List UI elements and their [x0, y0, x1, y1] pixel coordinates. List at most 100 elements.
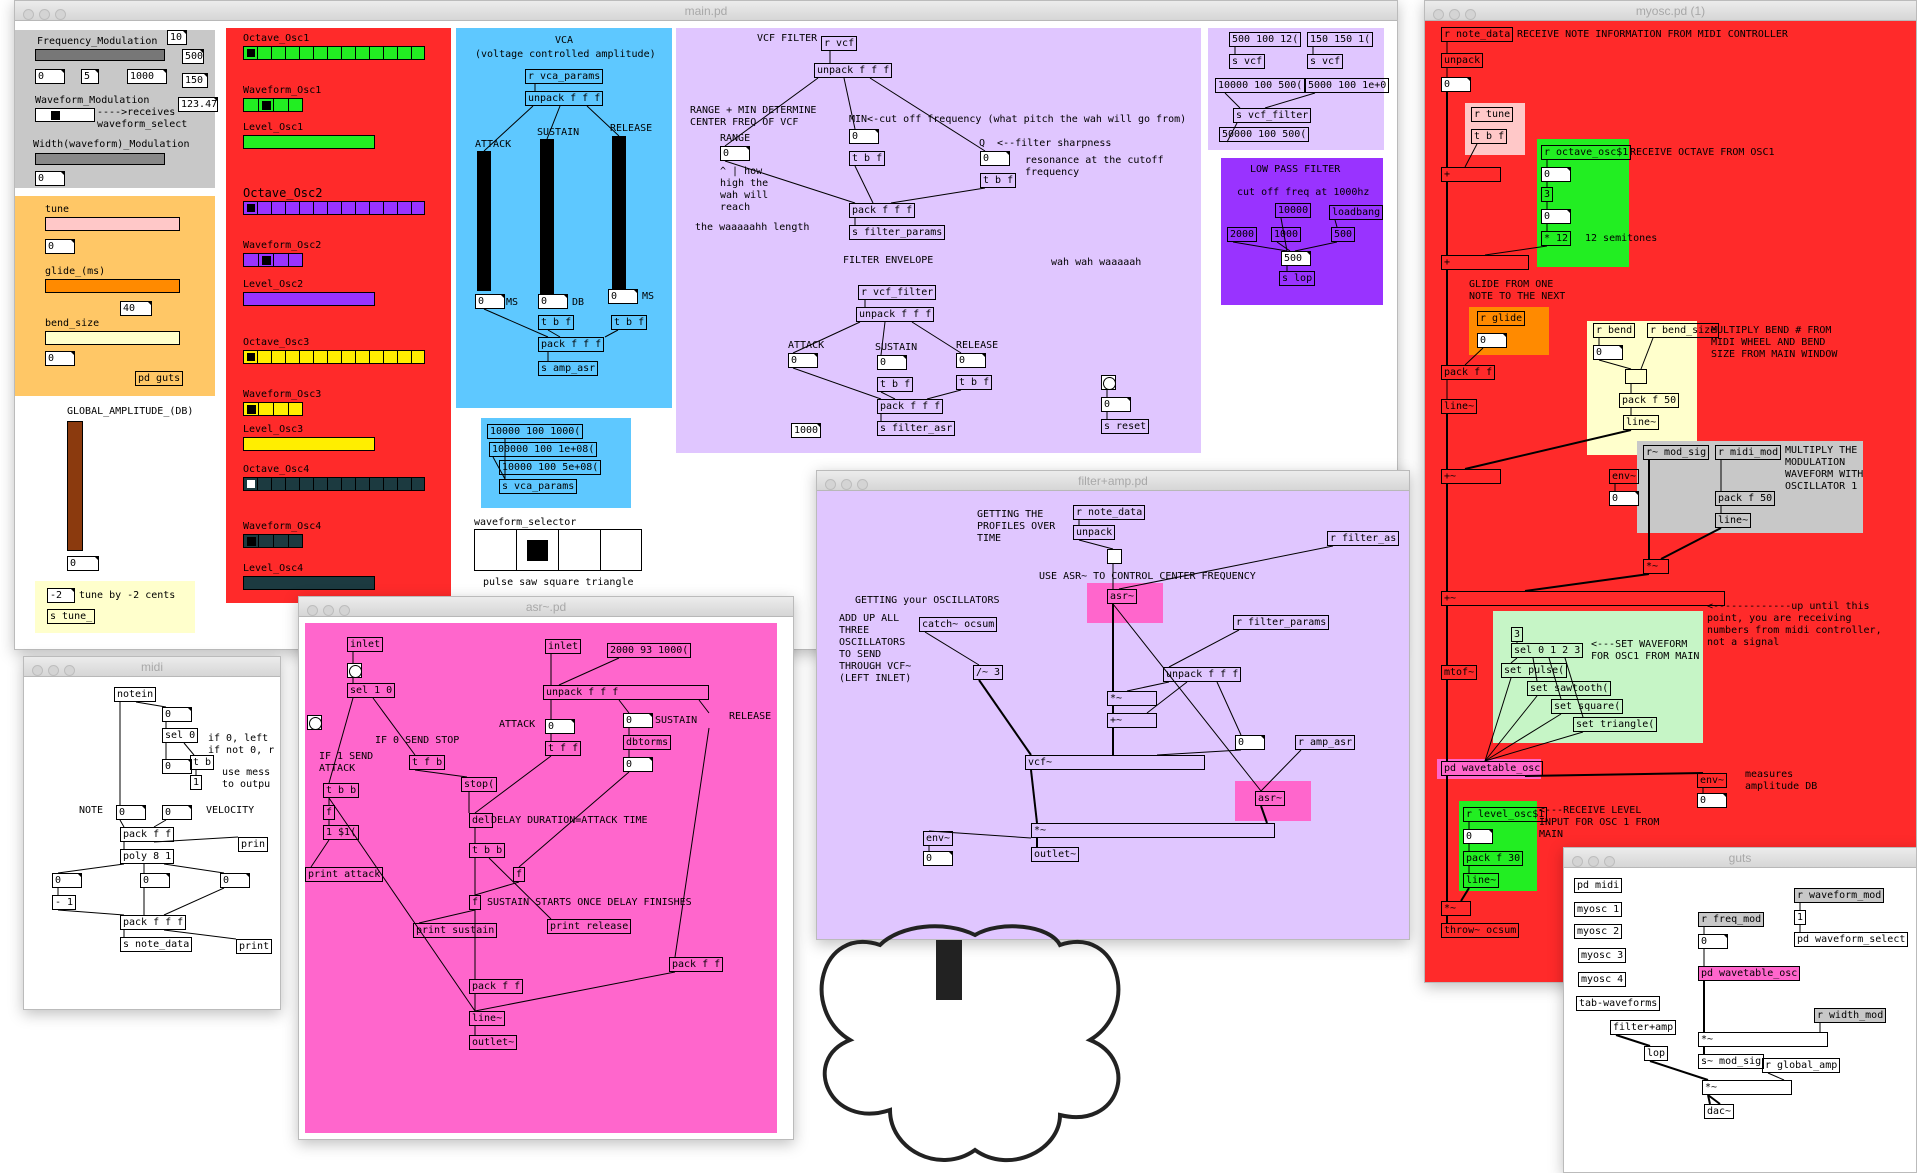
vca-release-num[interactable]: 0 [608, 289, 638, 304]
pack-ff-object[interactable]: pack f f [120, 827, 175, 842]
myosc-r-note-data[interactable]: r note_data [1441, 27, 1514, 42]
myosc-mtof[interactable]: mtof~ [1441, 665, 1478, 680]
vca-msg-2[interactable]: 100000 100 1e+08( [489, 442, 598, 457]
guts-myosc-2[interactable]: myosc 2 [1574, 924, 1623, 939]
midi-titlebar[interactable]: midi [24, 657, 280, 677]
fa-mul1-object[interactable]: *~ [1107, 691, 1157, 706]
myosc-pack-f30[interactable]: pack f 30 [1463, 851, 1524, 866]
zoom-icon[interactable] [64, 665, 75, 676]
vcf-msg-2[interactable]: 150 150 1( [1307, 32, 1374, 47]
guts-r-waveform-mod[interactable]: r waveform_mod [1794, 888, 1885, 903]
bend-size-num[interactable]: 0 [45, 351, 75, 366]
bend-size-slider[interactable] [45, 331, 180, 345]
s-reset-object[interactable]: s reset [1101, 419, 1150, 434]
set-square-msg[interactable]: set square( [1551, 699, 1624, 714]
freq-mod-num-5[interactable]: 5 [81, 69, 99, 84]
tune-minus2-num[interactable]: -2 [47, 588, 75, 603]
waveform-osc2-radio[interactable] [243, 253, 303, 267]
close-icon[interactable] [825, 479, 836, 490]
vca-tbf-object[interactable]: t b f [538, 315, 575, 330]
sel0-object[interactable]: sel 0 [162, 728, 199, 743]
asr-attack-num[interactable]: 0 [545, 719, 575, 734]
close-icon[interactable] [23, 9, 34, 20]
reset-bang[interactable] [1101, 375, 1116, 390]
waveform-osc3-radio[interactable] [243, 402, 303, 416]
global-amp-slider[interactable] [67, 421, 83, 551]
vca-msg-3[interactable]: 10000 100 5e+08( [499, 460, 602, 475]
close-icon[interactable] [307, 605, 318, 616]
width-mod-num[interactable]: 0 [35, 171, 65, 186]
myosc-r-glide[interactable]: r glide [1477, 311, 1526, 326]
myosc-num-c[interactable]: 0 [1541, 209, 1571, 224]
minimize-icon[interactable] [39, 9, 50, 20]
pd-guts-object[interactable]: pd guts [135, 371, 184, 386]
r-vcf-filter-object[interactable]: r vcf_filter [858, 285, 937, 300]
level-osc1-slider[interactable] [243, 135, 375, 149]
minimize-icon[interactable] [841, 479, 852, 490]
guts-wavetable[interactable]: pd wavetable_osc [1698, 966, 1801, 981]
global-amp-num[interactable]: 0 [67, 556, 99, 571]
vcf-msg-5[interactable]: 50000 100 500( [1219, 127, 1310, 142]
guts-titlebar[interactable]: guts [1564, 848, 1916, 868]
pack-fff-object[interactable]: pack f f f [120, 915, 187, 930]
midi-num-b[interactable]: 0 [162, 759, 192, 774]
vcf-attack-num[interactable]: 0 [788, 353, 818, 368]
myosc-r-bend-size[interactable]: r bend_size [1647, 323, 1720, 338]
level-osc4-slider[interactable] [243, 576, 375, 590]
myosc-minus3[interactable]: 3 [1541, 187, 1554, 202]
s-vcf-object-2[interactable]: s vcf [1307, 54, 1344, 69]
notein-object[interactable]: notein [114, 687, 157, 702]
freq-mod-num-500[interactable]: 500 [182, 49, 204, 64]
fa-vcf-object[interactable]: vcf~ [1025, 755, 1205, 770]
asr-pack-ff-1[interactable]: pack f f [469, 979, 524, 994]
fa-div3-object[interactable]: /~ 3 [973, 665, 1004, 680]
fa-env-object[interactable]: env~ [923, 831, 954, 846]
waveform-osc1-radio[interactable] [243, 98, 303, 112]
fa-catch-object[interactable]: catch~ ocsum [919, 617, 998, 632]
vcf-msg-4[interactable]: 5000 100 1e+0 [1305, 78, 1390, 93]
myosc-line1[interactable]: line~ [1441, 399, 1478, 414]
guts-num-0[interactable]: 0 [1698, 934, 1728, 949]
glide-num[interactable]: 40 [120, 301, 152, 316]
myosc-env[interactable]: env~ [1609, 469, 1640, 484]
freq-mod-num-0[interactable]: 0 [35, 69, 65, 84]
vcf-sustain-num[interactable]: 0 [877, 355, 907, 370]
minimize-icon[interactable] [323, 605, 334, 616]
vcf-unpack2-object[interactable]: unpack f f f [856, 307, 935, 322]
fa-env-num[interactable]: 0 [923, 851, 953, 866]
fa-outlet-object[interactable]: outlet~ [1031, 847, 1080, 862]
asr-f2-object[interactable]: f [513, 867, 526, 882]
midi-num-f[interactable]: 0 [220, 873, 250, 888]
myosc-num-g[interactable]: 0 [1697, 793, 1727, 808]
vca-unpack-object[interactable]: unpack f f f [525, 91, 604, 106]
vca-tbf2-object[interactable]: t b f [611, 315, 648, 330]
guts-mul[interactable]: *~ [1698, 1032, 1828, 1047]
myosc-num-a[interactable]: 0 [1441, 77, 1471, 92]
myosc-r-mod-sig[interactable]: r~ mod_sig [1643, 445, 1710, 460]
minimize-icon[interactable] [1588, 856, 1599, 867]
freq-mod-num-150[interactable]: 150 [182, 73, 208, 88]
lop-2000-msg[interactable]: 2000 [1227, 227, 1258, 242]
guts-msg-1[interactable]: 1 [1794, 910, 1807, 925]
myosc-pack-f50b[interactable]: pack f 50 [1715, 491, 1776, 506]
asr-unpack-object[interactable]: unpack f f f [543, 685, 709, 700]
vca-release-slider[interactable] [612, 136, 626, 291]
myosc-wavetable[interactable]: pd wavetable_osc [1441, 761, 1544, 776]
freq-mod-num-12347[interactable]: 123.47 [178, 97, 218, 112]
vca-msg-1[interactable]: 10000 100 1000( [487, 424, 584, 439]
s-vca-params-object[interactable]: s vca_params [499, 479, 578, 494]
fa-add1-object[interactable]: +~ [1107, 713, 1157, 728]
set-sawtooth-msg[interactable]: set sawtooth( [1527, 681, 1612, 696]
waveform-selector-radio[interactable] [474, 529, 642, 571]
asr-inlet-1[interactable]: inlet [347, 637, 384, 652]
guts-r-global-amp[interactable]: r global_amp [1762, 1058, 1841, 1073]
vcf-msg-3[interactable]: 10000 100 500( [1215, 78, 1306, 93]
myosc-plus4[interactable]: +~ [1441, 591, 1725, 606]
myosc-mul2[interactable]: *~ [1441, 901, 1471, 916]
freq-mod-slider[interactable] [35, 49, 165, 61]
zoom-icon[interactable] [857, 479, 868, 490]
vca-attack-slider[interactable] [477, 151, 491, 291]
msg-1[interactable]: 1 [190, 775, 203, 790]
guts-tab-waveforms[interactable]: tab-waveforms [1576, 996, 1661, 1011]
print-object[interactable]: print [236, 939, 273, 954]
